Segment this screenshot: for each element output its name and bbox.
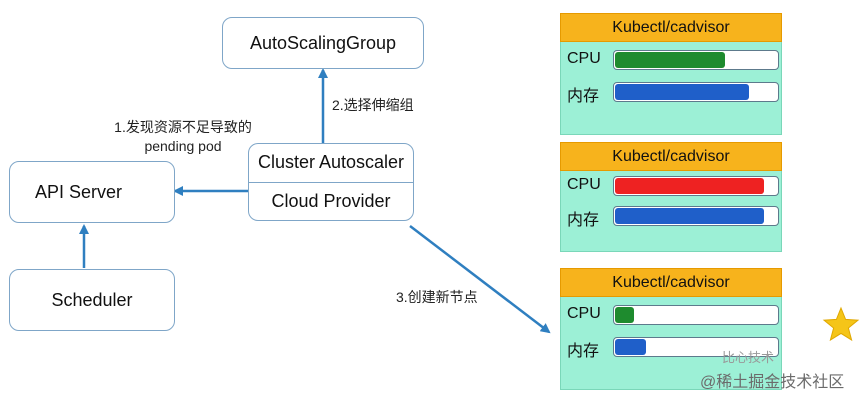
step3-note: 3.创建新节点 xyxy=(396,289,478,305)
autoscaler-box: Cluster Autoscaler Cloud Provider xyxy=(248,143,414,221)
asg-box: AutoScalingGroup xyxy=(222,17,424,69)
memory-label: 内存 xyxy=(567,212,600,229)
cpu-usage-fill xyxy=(615,178,764,194)
cpu-label: CPU xyxy=(567,50,601,67)
scheduler-box: Scheduler xyxy=(9,269,175,331)
memory-usage-fill xyxy=(615,208,764,224)
star-icon xyxy=(822,306,860,342)
memory-usage-fill xyxy=(615,84,749,100)
cloud-provider-label: Cloud Provider xyxy=(271,190,391,211)
watermark-text: @稀土掘金技术社区 xyxy=(700,374,845,391)
step1-line2: pending pod xyxy=(144,138,222,154)
cluster-autoscaler-label: Cluster Autoscaler xyxy=(249,144,413,183)
cpu-usage-bar xyxy=(613,50,779,70)
step1-line1: 1.发现资源不足导致的 xyxy=(114,119,252,135)
cpu-usage-fill xyxy=(615,52,725,68)
star-shape xyxy=(822,306,860,342)
memory-usage-fill xyxy=(615,339,646,355)
node-panel-3-title: Kubectl/cadvisor xyxy=(560,268,782,297)
node-panel-3: Kubectl/cadvisor CPU 内存 xyxy=(560,268,782,390)
step1-note: 1.发现资源不足导致的 pending pod xyxy=(104,118,262,156)
memory-label: 内存 xyxy=(567,88,600,105)
memory-usage-bar xyxy=(613,206,779,226)
cpu-label: CPU xyxy=(567,176,601,193)
node-panel-1: Kubectl/cadvisor CPU 内存 xyxy=(560,13,782,135)
memory-usage-bar xyxy=(613,82,779,102)
memory-label: 内存 xyxy=(567,343,600,360)
arrow-provider-to-new-node xyxy=(409,225,551,334)
node-panel-2: Kubectl/cadvisor CPU 内存 xyxy=(560,142,782,252)
cpu-usage-bar xyxy=(613,176,779,196)
watermark-brand: 比心技术 xyxy=(722,350,775,365)
cpu-usage-bar xyxy=(613,305,779,325)
node-panel-1-title: Kubectl/cadvisor xyxy=(560,13,782,42)
api-server-box: API Server xyxy=(9,161,175,223)
cpu-label: CPU xyxy=(567,305,601,322)
cpu-usage-fill xyxy=(615,307,634,323)
node-panel-2-title: Kubectl/cadvisor xyxy=(560,142,782,171)
memory-usage-bar xyxy=(613,337,779,357)
step2-note: 2.选择伸缩组 xyxy=(332,97,414,113)
